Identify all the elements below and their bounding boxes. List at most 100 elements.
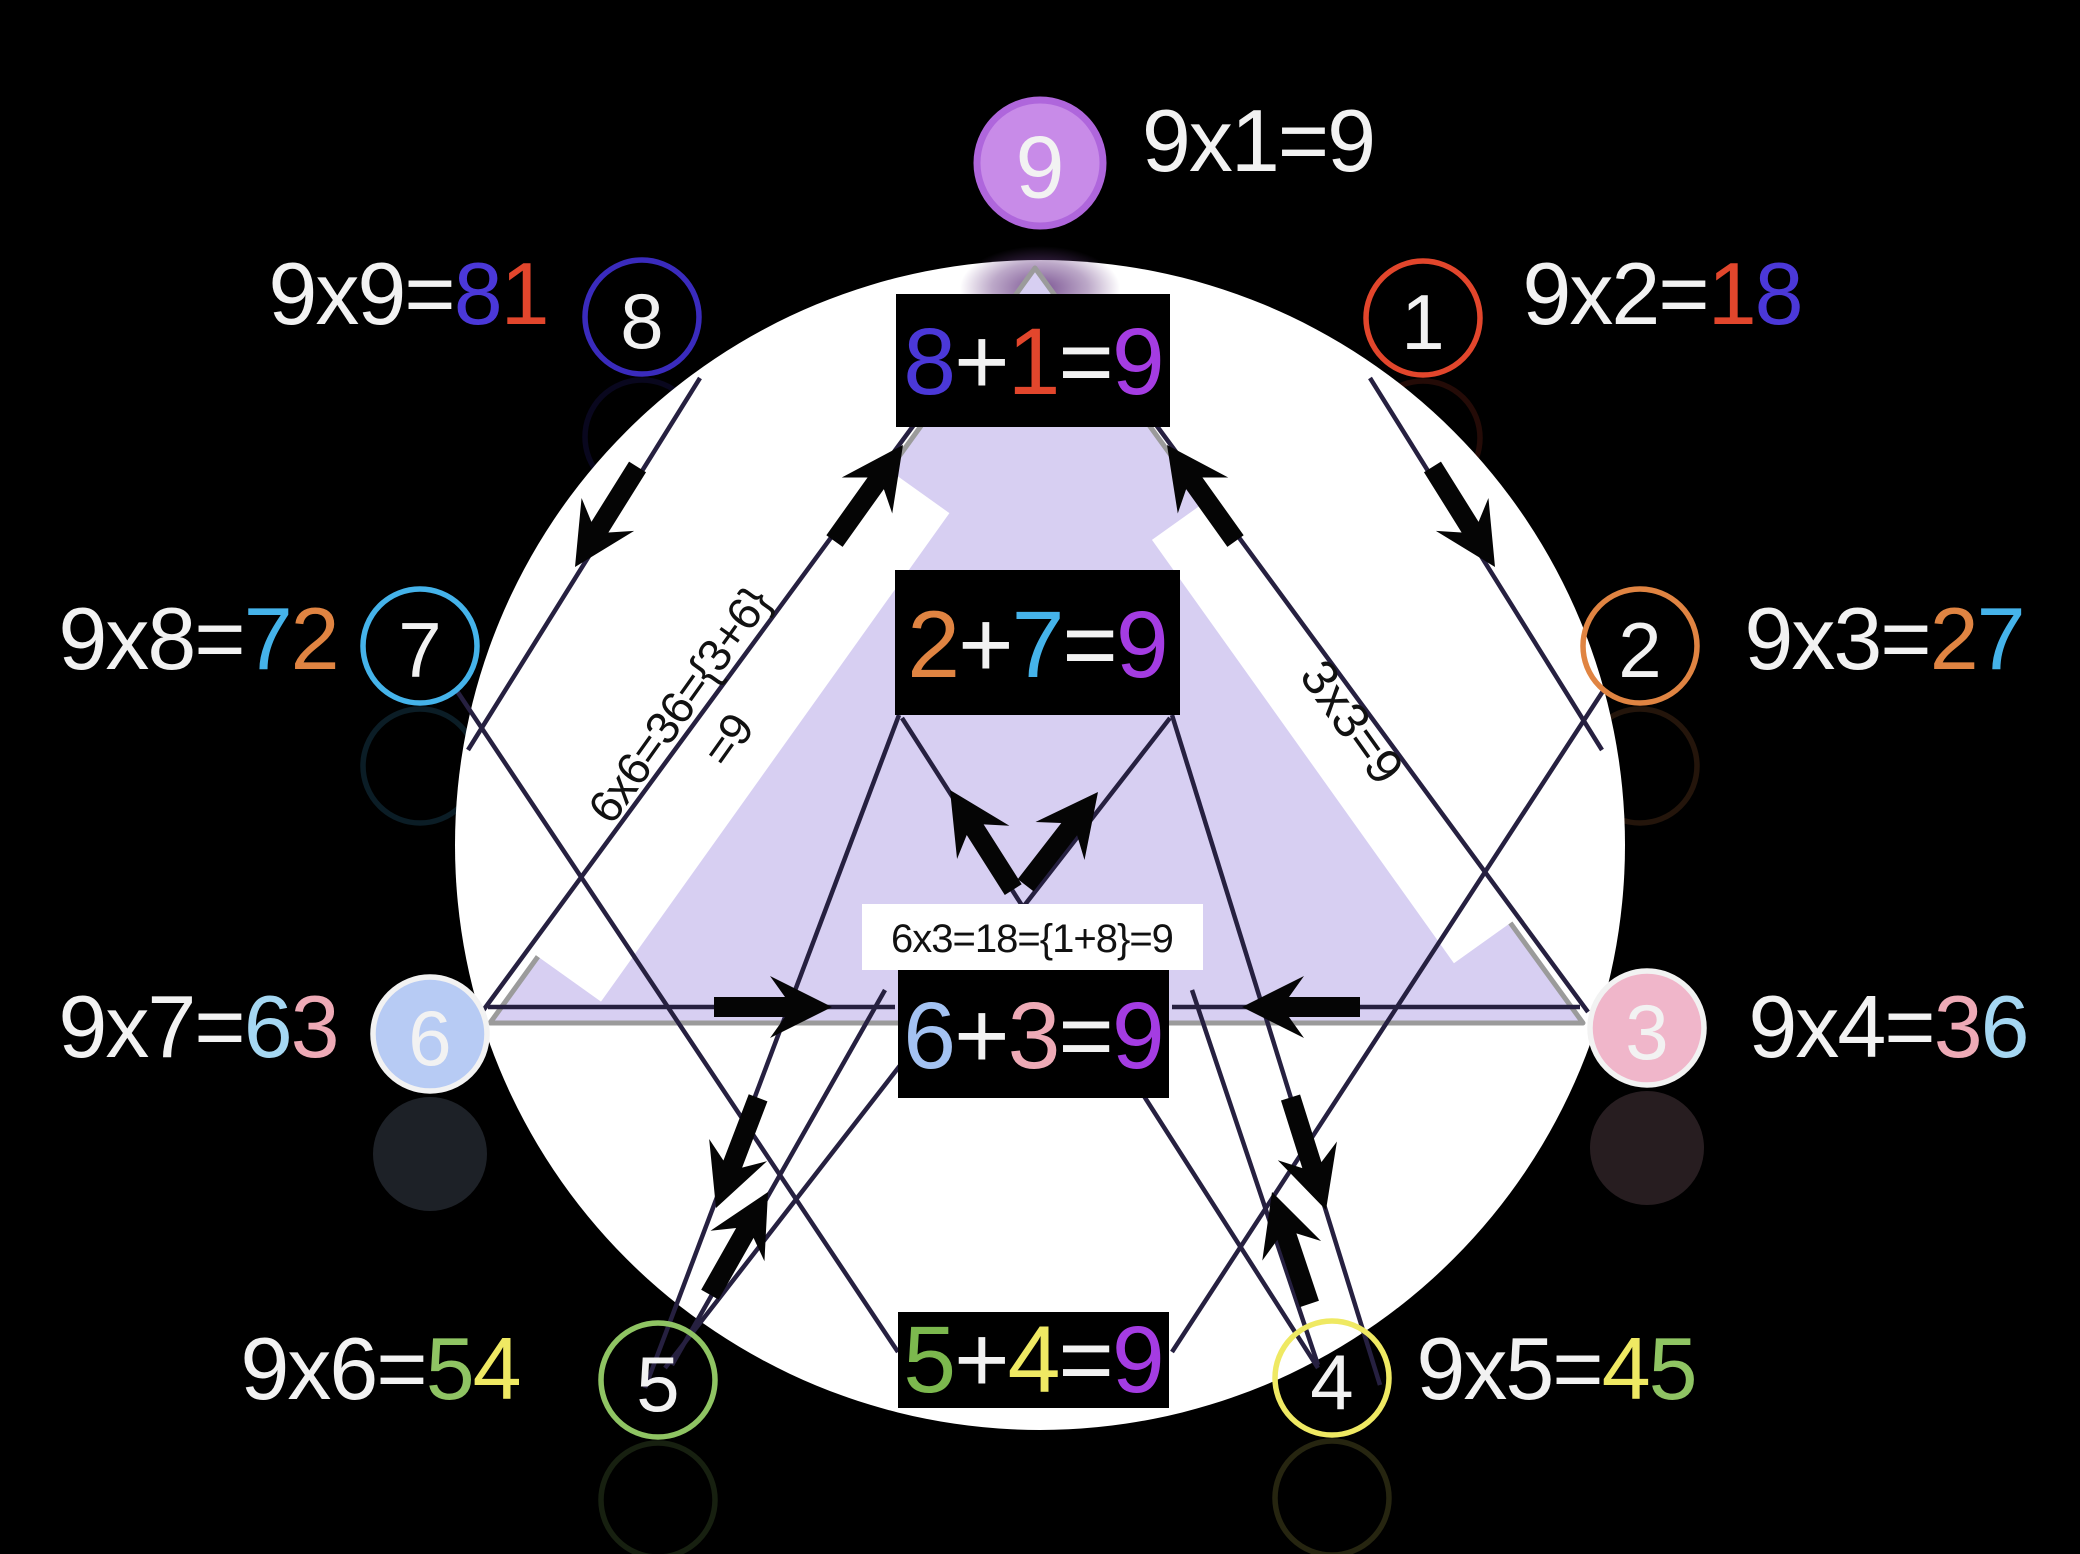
node-8-label: 8 [620,277,663,365]
node-3: 3 [1587,968,1707,1088]
digit: 9 [1116,592,1167,698]
operator: + [954,983,1007,1089]
node-9-circle [973,96,1107,230]
digit: 4 [1008,1307,1059,1413]
connector-line-midbox-to-4 [1169,714,1383,1386]
node-1: 1 [1363,258,1483,378]
node-9-label: 9 [1016,118,1065,217]
digit: 5 [426,1319,473,1418]
equation-9x2: 9x2=18 [1522,244,1801,343]
digit: 9 [1112,983,1163,1089]
sum-box-2-7 [895,570,1180,715]
digit: 3 [1008,983,1059,1089]
node-2-circle [1580,586,1700,706]
operator: = [1058,1307,1111,1413]
node-7: 7 [360,586,480,706]
digit: 6 [903,983,954,1089]
sum-boxes: 8+1=9 2+7=9 6+3=9 5+4=9 [895,294,1180,1413]
arrowhead [575,461,647,567]
center-note-text: 6x3=18={1+8}=9 [891,917,1173,961]
digit: 8 [1755,244,1802,343]
node-3-circle [1587,968,1707,1088]
operator: = [1062,592,1115,698]
sum-equation-5-4: 5+4=9 [903,1307,1163,1413]
digit: 6 [1981,977,2028,1076]
operator: + [958,592,1011,698]
node-1-circle [1363,258,1483,378]
digit: 1 [501,244,548,343]
connector-line-1-down [1368,376,1604,752]
arrowhead [1262,1192,1322,1308]
sum-box-5-4 [898,1312,1169,1408]
equation-9x9: 9x9=81 [268,244,547,343]
node-8: 8 [582,257,702,377]
equation-text: 9x3= [1744,589,1929,688]
equation-text: 9x4= [1748,977,1933,1076]
equation-text: 9x9= [268,244,453,343]
equation-text: 9x6= [240,1319,425,1418]
connector-line-8-down [466,376,702,752]
digit: 5 [1649,1319,1696,1418]
arrowhead [1017,792,1098,892]
equation-text: 9x2= [1522,244,1707,343]
number-nodes: 9 8 1 7 2 6 3 5 [360,96,1707,1440]
digit: 2 [1930,589,1977,688]
sum-box-8-1 [896,294,1170,427]
arrowheads [575,445,1495,1308]
operator: + [954,1307,1007,1413]
arrowhead [709,1094,768,1208]
connector-line-midbox-to-5 [642,714,902,1389]
digit: 7 [244,589,291,688]
node-8-circle [582,257,702,377]
digit: 9 [1112,309,1163,415]
equation-9x1: 9x1=9 [1142,91,1374,190]
equation-9x6: 9x6=54 [240,1319,519,1418]
node-6: 6 [370,974,490,1094]
node-7-circle [360,586,480,706]
digit: 3 [291,977,338,1076]
connector-line-4-up [1189,989,1321,1366]
digit: 4 [473,1319,520,1418]
node-5-label: 5 [636,1340,679,1428]
arrowhead [701,1192,768,1300]
connector-line-2-to-bottombox [1170,686,1607,1354]
digit: 5 [903,1307,954,1413]
node-4-label: 4 [1310,1338,1353,1426]
digit: 7 [1012,592,1063,698]
node-reflection [1590,1091,1704,1205]
digit: 2 [291,589,338,688]
digit: 8 [454,244,501,343]
sum-box-6-3 [898,970,1169,1098]
node-2-label: 2 [1618,606,1661,694]
node-5: 5 [598,1320,718,1440]
arrowhead [714,976,832,1038]
equation-text: 9x7= [58,977,243,1076]
equation-text: 9x1=9 [1142,91,1374,190]
digit: 7 [1977,589,2024,688]
equation-9x8: 9x8=72 [58,589,337,688]
digit: 8 [903,309,954,415]
digit: 4 [1602,1319,1649,1418]
connector-line-7-to-bottombox [453,686,900,1354]
equation-9x4: 9x4=36 [1748,977,2027,1076]
equation-9x7: 9x7=63 [58,977,337,1076]
sum-equation-6-3: 6+3=9 [903,983,1163,1089]
node-reflections [360,377,1704,1554]
digit: 6 [244,977,291,1076]
arrowhead [1242,976,1360,1038]
digit: 1 [1708,244,1755,343]
node-9: 9 [973,96,1107,230]
node-4-circle [1272,1318,1392,1438]
connector-line-5-up [670,988,887,1367]
node-3-label: 3 [1625,988,1668,1076]
arrowhead [826,445,903,547]
arrowhead [1277,1094,1337,1210]
node-5-circle [598,1320,718,1440]
node-reflection [373,1097,487,1211]
node-4: 4 [1272,1318,1392,1438]
operator: = [1058,983,1111,1089]
arrowhead [1423,461,1495,567]
node-reflection [1272,1438,1392,1554]
equation-9x3: 9x3=27 [1744,589,2023,688]
digit: 9 [1112,1307,1163,1413]
